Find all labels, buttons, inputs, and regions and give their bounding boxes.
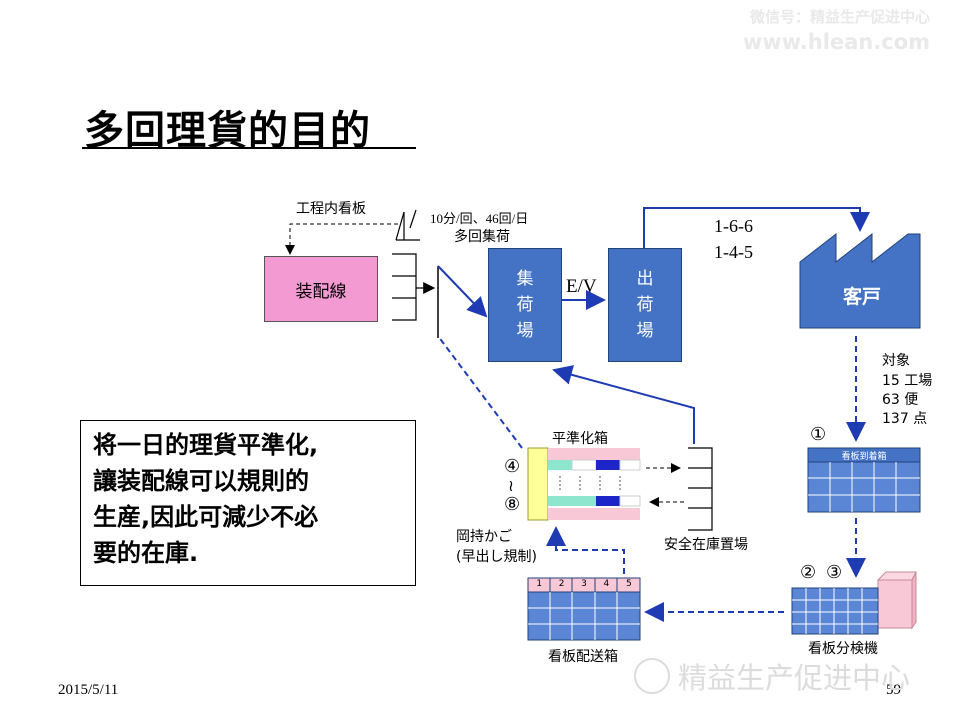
- statement-line-4: 要的在庫.: [93, 539, 199, 567]
- frequency-label: 10分/回、46回/日: [430, 211, 529, 226]
- early-pickup-limit-label: (早出し規制): [456, 549, 537, 565]
- shipping-area-char-2: 荷: [636, 295, 654, 315]
- kanban-arrival-grid: [807, 447, 921, 513]
- collection-area-char-3: 場: [516, 321, 534, 341]
- step-1-marker: ①: [810, 424, 827, 445]
- safety-stock-label: 安全在庫置場: [664, 537, 748, 553]
- shipping-to-customer-arrow: [643, 207, 870, 248]
- kanban-sorter-machine: [791, 571, 917, 635]
- target-trips: 63 便: [882, 392, 919, 408]
- delivery-box-number: 2: [558, 579, 565, 589]
- collection-area-char-2: 荷: [516, 295, 534, 315]
- range-tilde: ≀: [508, 476, 514, 495]
- factory-icon: [799, 232, 921, 329]
- shipping-area-char-1: 出: [636, 269, 654, 289]
- step-2-marker: ②: [800, 562, 817, 583]
- delivery-box-number: 3: [581, 579, 587, 589]
- target-points: 137 点: [882, 411, 928, 427]
- kanban-in-process-label: 工程内看板: [296, 201, 366, 217]
- collection-area-char-1: 集: [516, 269, 534, 289]
- statement-line-2: 讓装配線可以規則的: [93, 467, 309, 495]
- customer-label: 客戸: [842, 286, 881, 308]
- okamochi-label: 岡持かご: [456, 529, 512, 545]
- page-number: 59: [886, 682, 901, 698]
- delivery-to-okamochi-arrow: [546, 526, 625, 574]
- line-side-shelf: [392, 253, 417, 321]
- kanban-delivery-grid: [527, 577, 641, 641]
- kanban-delivery-box-label: 看板配送箱: [548, 649, 618, 665]
- slide-title: 多回理貨的目的: [84, 108, 371, 154]
- footer-date: 2015/5/11: [58, 682, 119, 698]
- kanban-arrival-box-label: 看板到着箱: [841, 452, 887, 462]
- wechat-logo-icon: [634, 658, 670, 694]
- target-label: 対象: [882, 353, 910, 369]
- leveling-to-pickup-arrow: [437, 335, 523, 449]
- delivery-box-number: 4: [603, 579, 610, 589]
- assembly-line-label: 装配線: [295, 281, 347, 302]
- leveling-box: [527, 447, 641, 521]
- kanban-return-arrow: [285, 223, 398, 255]
- multi-pickup-label: 多回集荷: [454, 229, 510, 245]
- collection-area-box: 集 荷 場: [488, 248, 562, 362]
- title-underline: [82, 147, 416, 149]
- watermark-wechat: 微信号：精益生产促进中心: [749, 8, 930, 26]
- target-plants: 15 工場: [882, 373, 933, 389]
- statement-line-1: 将一日的理貨平準化,: [93, 431, 319, 459]
- step-3-marker: ③: [826, 562, 843, 583]
- delivery-box-numbers: 1 2 3 4 5: [528, 579, 640, 589]
- delivery-box-number: 5: [625, 579, 632, 589]
- shipping-area-char-3: 場: [636, 321, 654, 341]
- stock-to-collection-arrow: [552, 365, 695, 444]
- step-8-marker: ⑧: [504, 494, 521, 515]
- assembly-line-box: 装配線: [264, 256, 378, 322]
- leveling-box-label: 平準化箱: [552, 431, 608, 447]
- kanban-post-icon: [395, 209, 420, 241]
- kanban-sorter-label: 看板分検機: [808, 641, 878, 657]
- route-code-2: 1-4-5: [714, 242, 753, 262]
- purpose-statement: 将一日的理貨平準化, 讓装配線可以規則的 生産,因此可減少不必 要的在庫.: [80, 420, 416, 586]
- delivery-box-number: 1: [536, 579, 543, 589]
- route-code-1: 1-6-6: [714, 216, 753, 236]
- watermark-url: www.hlean.com: [742, 30, 930, 54]
- safety-stock-shelf: [688, 447, 713, 531]
- ev-label: E/V: [566, 276, 597, 297]
- shipping-area-box: 出 荷 場: [608, 248, 682, 362]
- pickup-to-collection-arrow: [437, 265, 488, 318]
- statement-line-3: 生産,因此可減少不必: [93, 503, 319, 531]
- step-4-marker: ④: [504, 456, 521, 477]
- watermark-bottom: 精益生产促进中心: [678, 661, 911, 695]
